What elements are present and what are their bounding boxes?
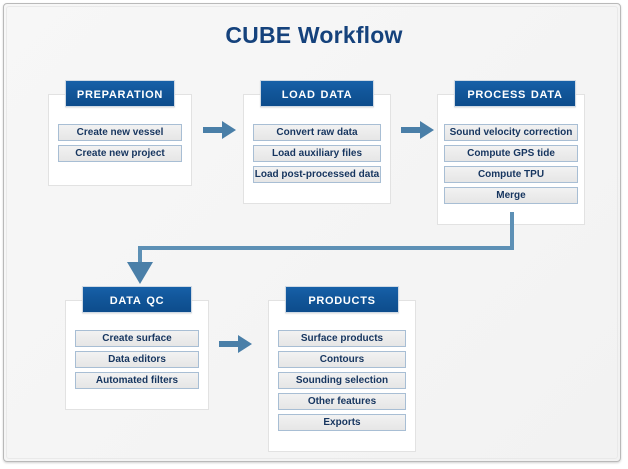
stage-items-process-data: Sound velocity correction Compute GPS ti…: [437, 124, 585, 204]
stage-item[interactable]: Compute GPS tide: [444, 145, 578, 162]
stage-header-data-qc[interactable]: Data QC: [82, 286, 192, 313]
stage-items-data-qc: Create surface Data editors Automated fi…: [65, 330, 209, 389]
stage-items-preparation: Create new vessel Create new project: [48, 124, 192, 162]
stage-header-products[interactable]: Products: [285, 286, 399, 313]
stage-item[interactable]: Load auxiliary files: [253, 145, 381, 162]
arrow-preparation-to-load-data: [202, 119, 238, 141]
stage-item[interactable]: Other features: [278, 393, 406, 410]
stage-header-load-data[interactable]: Load Data: [260, 80, 374, 107]
stage-item[interactable]: Automated filters: [75, 372, 199, 389]
stage-item[interactable]: Exports: [278, 414, 406, 431]
connector-process-data-to-data-qc: [118, 212, 528, 292]
stage-item[interactable]: Contours: [278, 351, 406, 368]
stage-item[interactable]: Create new vessel: [58, 124, 182, 141]
arrow-load-data-to-process-data: [400, 119, 436, 141]
stage-items-load-data: Convert raw data Load auxiliary files Lo…: [243, 124, 391, 183]
stage-header-preparation[interactable]: Preparation: [65, 80, 175, 107]
arrow-data-qc-to-products: [218, 333, 254, 355]
stage-item[interactable]: Merge: [444, 187, 578, 204]
stage-item[interactable]: Create new project: [58, 145, 182, 162]
stage-item[interactable]: Data editors: [75, 351, 199, 368]
stage-item[interactable]: Create surface: [75, 330, 199, 347]
stage-item[interactable]: Convert raw data: [253, 124, 381, 141]
stage-header-process-data[interactable]: Process Data: [454, 80, 576, 107]
stage-item[interactable]: Load post-processed data: [253, 166, 381, 183]
page-title: CUBE Workflow: [225, 22, 403, 48]
stage-item[interactable]: Surface products: [278, 330, 406, 347]
stage-items-products: Surface products Contours Sounding selec…: [268, 330, 416, 431]
stage-item[interactable]: Compute TPU: [444, 166, 578, 183]
stage-item[interactable]: Sound velocity correction: [444, 124, 578, 141]
stage-item[interactable]: Sounding selection: [278, 372, 406, 389]
